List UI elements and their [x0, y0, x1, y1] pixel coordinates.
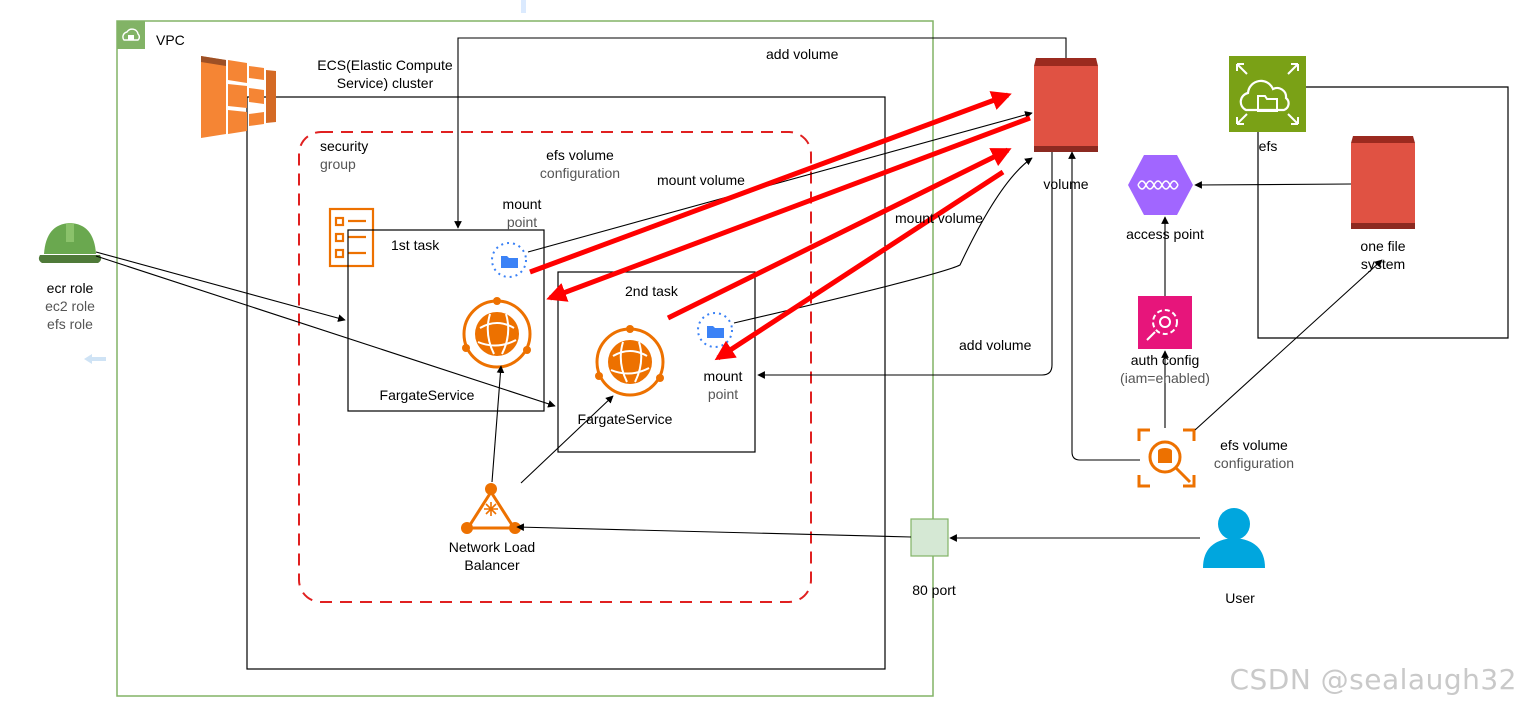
- efs-label: efs: [1258, 138, 1278, 154]
- access-point-label: access point: [1126, 226, 1204, 242]
- mount-volume-label-1: mount volume: [657, 172, 745, 188]
- roles-label-3: efs role: [47, 316, 93, 332]
- red-arrows: [529, 91, 1031, 361]
- user-icon: [1203, 508, 1265, 568]
- one-file-system-label-2: system: [1360, 256, 1406, 272]
- efs-volume-config-top-label-1: efs volume: [546, 147, 614, 163]
- mount-volume-label-2: mount volume: [895, 210, 983, 226]
- roles-label-1: ecr role: [46, 280, 94, 296]
- fargate-service-1-label: FargateService: [379, 387, 475, 403]
- task-2-label: 2nd task: [625, 283, 678, 299]
- auth-config-label-2: (iam=enabled): [1120, 370, 1210, 386]
- mount-point-bottom-label-2: point: [707, 386, 739, 402]
- mount-point-icon: [697, 312, 733, 348]
- auth-config-icon: [1138, 296, 1192, 349]
- fargate-service-2-label: FargateService: [577, 411, 673, 427]
- efs-volume-config-icon: [1137, 428, 1196, 488]
- task-1-box: [347, 229, 545, 412]
- efs-icon: [1229, 56, 1306, 132]
- user-label: User: [1225, 590, 1255, 606]
- nlb-label-1: Network Load: [448, 539, 536, 555]
- volume-cylinder-icon: [1034, 58, 1098, 152]
- vpc-label: VPC: [156, 32, 185, 48]
- connectors: [95, 37, 1383, 542]
- fargate-service-icon: [462, 297, 532, 369]
- efs-boundary: [1257, 86, 1509, 339]
- roles-label-2: ec2 role: [45, 298, 95, 314]
- one-file-system-label-1: one file: [1360, 238, 1406, 254]
- volume-cylinder-icon: [1351, 136, 1415, 229]
- add-volume-right-label: add volume: [959, 337, 1032, 353]
- task-1-label: 1st task: [391, 237, 440, 253]
- ecs-cluster-label-2: Service) cluster: [336, 75, 434, 91]
- efs-volume-config-top-label-2: configuration: [539, 165, 621, 181]
- ecs-cluster-box: [246, 96, 886, 670]
- ecs-cluster-icon: [201, 56, 276, 138]
- efs-volume-config-bottom-label-1: efs volume: [1220, 437, 1288, 453]
- watermark: CSDN @sealaugh32: [1229, 663, 1517, 696]
- access-point-icon: [1128, 155, 1193, 215]
- helmet-role-icon: [38, 223, 102, 263]
- nlb-label-2: Balancer: [464, 557, 520, 573]
- port-80-label: 80 port: [912, 582, 956, 598]
- network-load-balancer-icon: [461, 483, 521, 534]
- ecs-cluster-label-1: ECS(Elastic Compute: [317, 57, 453, 73]
- auth-config-label-1: auth config: [1130, 352, 1200, 368]
- task-definition-icon: [328, 207, 375, 268]
- mount-point-top-label-1: mount: [502, 196, 542, 212]
- mount-point-icon: [491, 242, 527, 278]
- vpc-cloud-lock-icon: [117, 21, 145, 49]
- efs-volume-config-bottom-label-2: configuration: [1213, 455, 1295, 471]
- add-volume-top-label: add volume: [766, 46, 839, 62]
- artifact-mark: [521, 0, 526, 13]
- left-arrow-icon: [84, 354, 106, 364]
- fargate-service-icon: [595, 325, 665, 397]
- task-2-box: [557, 271, 756, 453]
- mount-point-bottom-label-1: mount: [703, 368, 743, 384]
- vpc-boundary: [116, 20, 934, 697]
- security-group-label-1: security: [320, 138, 369, 154]
- security-group-label-2: group: [320, 156, 356, 172]
- mount-point-top-label-2: point: [506, 214, 538, 230]
- port-80-box: [910, 518, 949, 557]
- volume-label: volume: [1043, 176, 1089, 192]
